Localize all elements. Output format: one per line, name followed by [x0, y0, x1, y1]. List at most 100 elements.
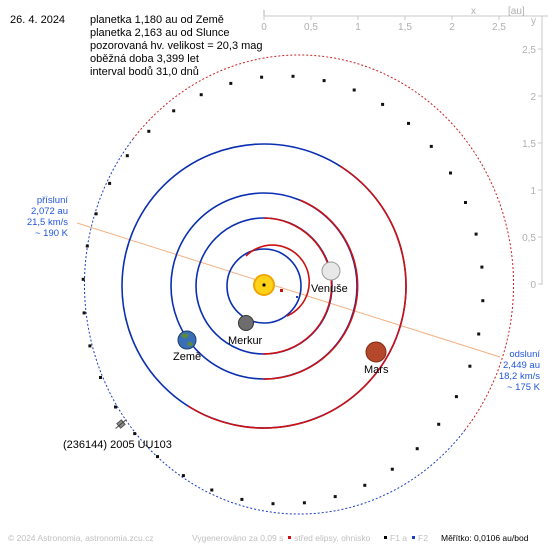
mercury-orbit-north-arc	[245, 244, 311, 317]
scale-label: Měřítko: 0,0106 au/bod	[441, 533, 529, 543]
asteroid: (236144) 2005 UU103	[63, 419, 172, 451]
perihelion-distance: 2,072 au	[31, 206, 68, 217]
asteroid-orbit-point	[481, 299, 485, 303]
legend-f1: F1 a	[390, 533, 407, 543]
asteroid-orbit-point	[449, 171, 452, 175]
mercury-label: Merkur	[228, 335, 263, 347]
aphelion-distance: 2,449 au	[503, 360, 540, 371]
asteroid-orbit-point	[291, 74, 295, 78]
asteroid-orbit-point	[88, 344, 92, 348]
info-point-interval: interval bodů 31,0 dnů	[90, 66, 199, 78]
asteroid-orbit-point	[181, 474, 185, 478]
mars-label: Mars	[364, 364, 389, 376]
mars-icon	[365, 341, 387, 363]
asteroid-orbit	[81, 54, 515, 515]
asteroid-orbit-point	[81, 277, 85, 281]
asteroid-orbit-point	[352, 88, 356, 92]
apsis-line	[76, 222, 501, 358]
asteroid-orbit-point	[114, 405, 117, 409]
perihelion-title: přísluní	[37, 195, 69, 206]
perihelion-temperature: ~ 190 K	[35, 228, 69, 239]
aphelion-title: odsluní	[509, 349, 540, 360]
asteroid-orbit-point	[229, 81, 233, 85]
mars-orbit-north-arc	[187, 165, 407, 429]
y-tick-label: 0	[530, 280, 536, 291]
sun	[253, 274, 275, 296]
asteroid-orbit-point	[99, 376, 102, 379]
planet-orbits	[121, 143, 407, 429]
sun-focus-dot	[262, 283, 266, 287]
asteroid-orbit-point	[468, 364, 472, 368]
asteroid-orbit-point	[125, 154, 129, 158]
asteroid-orbit-point	[363, 483, 367, 487]
asteroid-orbit-point	[82, 311, 86, 315]
x-tick-label: 1,5	[398, 22, 412, 33]
asteroid-orbit-point	[147, 129, 151, 133]
asteroid-orbit-point	[381, 102, 385, 106]
earth-label: Země	[173, 351, 201, 363]
asteroid-orbit-point	[437, 422, 441, 426]
x-tick-label: 2,5	[492, 22, 506, 33]
asteroid-orbit-point	[302, 501, 306, 505]
second-focus-marker	[296, 296, 298, 298]
footer: © 2024 Astronomia, astronomia.zcu.cz Vyg…	[8, 533, 529, 543]
legend-f2-marker	[412, 536, 415, 539]
y-tick-label: 1	[530, 186, 536, 197]
asteroid-orbit-point	[480, 265, 484, 269]
asteroid-orbit-south-arc	[83, 138, 466, 515]
date-label: 26. 4. 2024	[10, 14, 65, 26]
perihelion-info: přísluní 2,072 au 21,5 km/s ~ 190 K	[27, 195, 69, 239]
axis-unit-label: [au]	[508, 6, 525, 17]
venus: Venuše	[311, 261, 348, 295]
asteroid-orbit-point	[454, 395, 458, 399]
y-tick-label: 2,5	[522, 45, 536, 56]
x-tick-label: 1	[355, 22, 361, 33]
aphelion-speed: 18,2 km/s	[499, 371, 540, 382]
x-tick-label: 0	[261, 22, 267, 33]
venus-orbit-north-arc	[262, 217, 333, 355]
asteroid-orbit-point	[199, 93, 203, 97]
aphelion-temperature: ~ 175 K	[507, 382, 541, 393]
asteroid-orbit-point	[464, 201, 467, 204]
mercury-orbit	[226, 248, 302, 324]
info-magnitude: pozorovaná hv. velikost = 20,3 mag	[90, 40, 263, 52]
asteroid-orbit-point	[415, 447, 419, 451]
asteroid-label: (236144) 2005 UU103	[63, 439, 172, 451]
info-orbital-period: oběžná doba 3,399 let	[90, 53, 199, 65]
info-earth-distance: planetka 1,180 au od Země	[90, 14, 224, 26]
info-block: planetka 1,180 au od Země planetka 2,163…	[90, 14, 263, 78]
asteroid-orbit-point	[333, 495, 337, 499]
asteroid-orbit-point	[240, 497, 244, 501]
y-axis-label: y	[531, 16, 536, 27]
y-tick-label: 0,5	[522, 233, 536, 244]
copyright: © 2024 Astronomia, astronomia.zcu.cz	[8, 533, 154, 543]
legend-center-marker	[288, 536, 291, 539]
asteroid-orbit-point	[85, 244, 89, 248]
earth-orbit-north-arc	[262, 199, 359, 380]
legend-center: střed elipsy, ohnisko	[294, 533, 371, 543]
asteroid-orbit-point	[260, 75, 264, 79]
asteroid-orbit-point	[390, 467, 394, 471]
mercury: Merkur	[228, 315, 263, 347]
y-tick-label: 1,5	[522, 139, 536, 150]
asteroid-orbit-point	[271, 502, 275, 506]
venus-label: Venuše	[311, 283, 348, 295]
asteroid-orbit-point	[429, 144, 433, 148]
asteroid-orbit-point	[172, 109, 176, 113]
info-sun-distance: planetka 2,163 au od Slunce	[90, 27, 229, 39]
asteroid-orbit-point	[474, 232, 478, 236]
earth-icon	[177, 330, 197, 350]
asteroid-orbit-point	[210, 488, 214, 492]
earth-land	[181, 333, 193, 346]
mars: Mars	[364, 341, 389, 376]
legend-f2: F2	[418, 533, 428, 543]
asteroid-icon	[115, 419, 127, 429]
asteroid-orbit-point	[133, 432, 137, 436]
legend-f1-marker	[384, 536, 387, 539]
x-axis-label: x	[471, 6, 476, 17]
asteroid-orbit-point	[94, 212, 98, 216]
asteroid-orbit-point	[407, 121, 410, 125]
asteroid-orbit-point	[322, 79, 326, 83]
x-tick-label: 0,5	[304, 22, 318, 33]
